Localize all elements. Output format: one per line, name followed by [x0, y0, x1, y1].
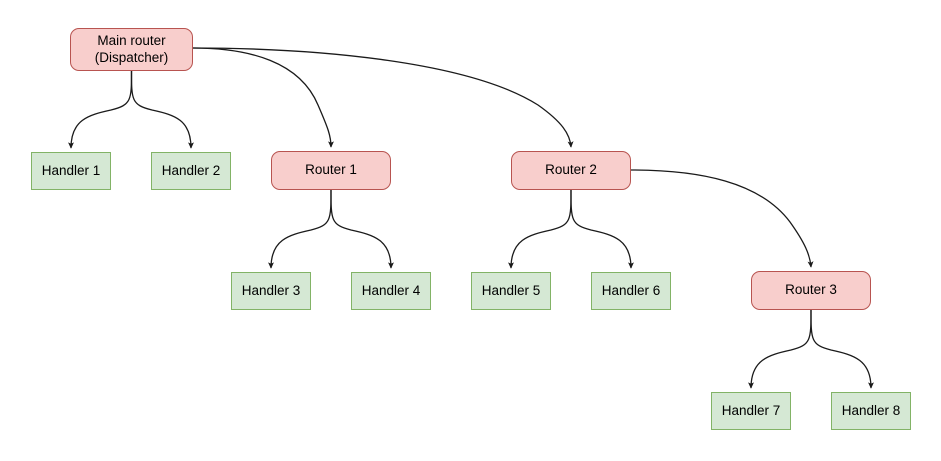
- node-label-handler-5: Handler 5: [481, 282, 541, 298]
- edge-router-3-to-handler-8: [810, 309, 874, 389]
- edge-router-3-to-handler-7: [748, 309, 812, 389]
- node-handler-5[interactable]: Handler 5: [471, 272, 551, 310]
- edge-router-2-to-router-3: [630, 169, 814, 268]
- node-label-handler-3: Handler 3: [241, 282, 301, 298]
- node-router-1[interactable]: Router 1: [271, 151, 391, 190]
- node-label-handler-4: Handler 4: [361, 282, 421, 298]
- edge-main-to-router-2: [192, 47, 574, 148]
- node-handler-3[interactable]: Handler 3: [231, 272, 311, 310]
- node-handler-1[interactable]: Handler 1: [31, 152, 111, 190]
- edge-router-2-to-handler-6: [570, 189, 634, 269]
- edge-main-to-router-1: [192, 47, 334, 148]
- edge-router-2-to-handler-5: [508, 189, 572, 269]
- node-label-handler-2: Handler 2: [161, 162, 221, 178]
- edge-router-1-to-handler-4: [330, 189, 394, 269]
- node-label-main-router: Main router (Dispatcher): [94, 33, 169, 65]
- node-router-2[interactable]: Router 2: [511, 151, 631, 190]
- node-router-3[interactable]: Router 3: [751, 271, 871, 310]
- node-label-router-2: Router 2: [545, 162, 597, 178]
- node-label-router-3: Router 3: [785, 282, 837, 298]
- node-label-handler-1: Handler 1: [41, 162, 101, 178]
- edge-main-to-handler-2: [130, 70, 194, 149]
- node-handler-6[interactable]: Handler 6: [591, 272, 671, 310]
- node-label-handler-8: Handler 8: [841, 402, 901, 418]
- node-handler-4[interactable]: Handler 4: [351, 272, 431, 310]
- node-handler-8[interactable]: Handler 8: [831, 392, 911, 430]
- node-label-router-1: Router 1: [305, 162, 357, 178]
- edge-main-to-handler-1: [68, 70, 133, 149]
- edge-router-1-to-handler-3: [268, 189, 332, 269]
- node-label-handler-6: Handler 6: [601, 282, 661, 298]
- node-handler-7[interactable]: Handler 7: [711, 392, 791, 430]
- node-handler-2[interactable]: Handler 2: [151, 152, 231, 190]
- node-label-handler-7: Handler 7: [721, 402, 781, 418]
- node-main-router[interactable]: Main router (Dispatcher): [70, 28, 193, 71]
